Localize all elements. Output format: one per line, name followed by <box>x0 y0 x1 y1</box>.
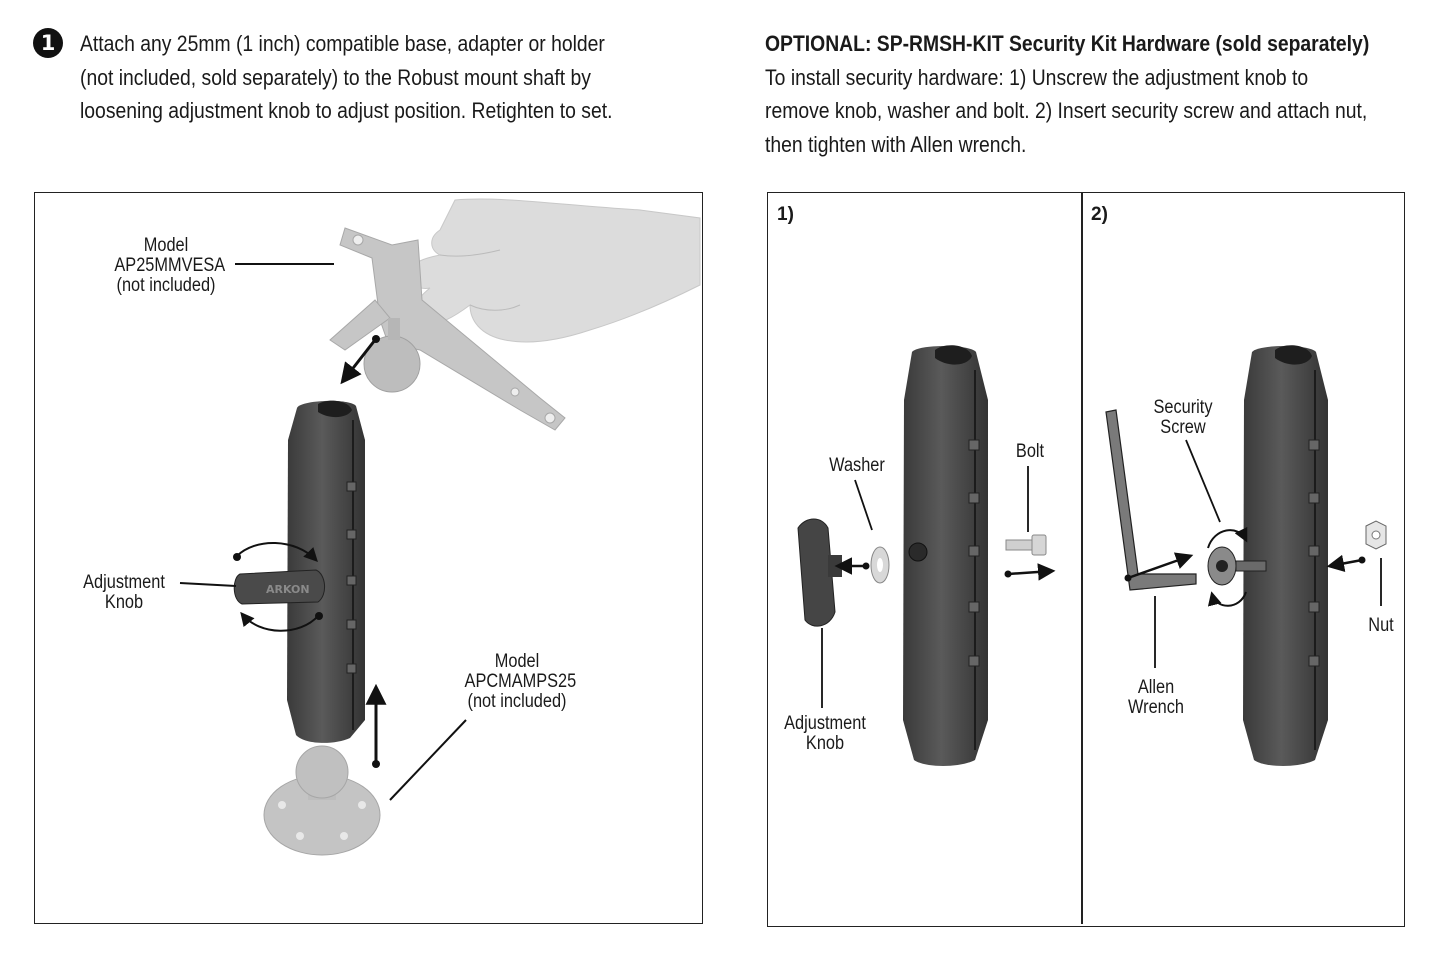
step1-line-1: Attach any 25mm (1 inch) compatible base… <box>80 31 605 56</box>
knob-brand-text: ARKON <box>266 583 310 596</box>
step1-line-3: loosening adjustment knob to adjust posi… <box>80 98 613 123</box>
base-model-label: Model APCMAMPS25 (not included) <box>464 651 577 712</box>
nut-label: Nut <box>1368 615 1394 636</box>
optional-line-1: To install security hardware: 1) Unscrew… <box>765 64 1309 90</box>
part-number-1: 1) <box>777 204 794 225</box>
robust-arm-left <box>287 400 365 743</box>
adjustment-knob-left: ARKON <box>233 569 325 605</box>
step1-line-2: (not included, sold separately) to the R… <box>80 64 591 90</box>
screw-label-line-1: Security <box>1153 397 1213 418</box>
optional-instructions: OPTIONAL: SP-RMSH-KIT Security Kit Hardw… <box>765 27 1369 161</box>
vesa-model-label: Model AP25MMVESA (not included) <box>114 235 226 296</box>
base-label-line-3: (not included) <box>467 691 567 712</box>
adjustment-knob-part1 <box>797 518 842 627</box>
part-number-2: 2) <box>1091 204 1108 225</box>
vesa-stem <box>388 318 400 340</box>
step-number-badge: 1 <box>33 28 63 58</box>
round-base <box>263 745 381 856</box>
wrench-label-line-2: Wrench <box>1127 697 1185 718</box>
screw-label-line-2: Screw <box>1160 417 1206 438</box>
allen-wrench-label: Allen Wrench <box>1123 678 1188 718</box>
robust-arm-part1 <box>903 345 988 766</box>
base-label-line-2: APCMAMPS25 <box>464 671 577 692</box>
bolt-label: Bolt <box>1015 441 1045 462</box>
adjustment-knob-label-left: Adjustment Knob <box>74 573 174 613</box>
adjustment-knob-label-right: Adjustment Knob <box>774 714 875 754</box>
washer-label: Washer <box>829 455 885 476</box>
security-screw-label: Security Screw <box>1144 398 1221 438</box>
vesa-plate <box>329 227 566 431</box>
bolt-part <box>1005 534 1047 556</box>
security-screw <box>1207 546 1267 586</box>
vesa-label-line-1: Model <box>143 235 189 256</box>
optional-line-2: remove knob, washer and bolt. 2) Insert … <box>765 98 1368 123</box>
hand-illustration <box>409 198 701 343</box>
base-label-line-1: Model <box>494 651 540 672</box>
robust-arm-part2 <box>1243 345 1328 766</box>
knob-label-r-line-2: Knob <box>805 733 845 754</box>
step1-instructions: Attach any 25mm (1 inch) compatible base… <box>80 27 630 128</box>
allen-wrench <box>1105 409 1197 591</box>
knob-label-line-1: Adjustment <box>83 572 165 593</box>
knob-label-r-line-1: Adjustment <box>784 713 866 734</box>
knob-label-line-2: Knob <box>104 592 144 613</box>
panel-divider <box>1081 193 1083 924</box>
optional-line-3: then tighten with Allen wrench. <box>765 131 1027 157</box>
vesa-label-line-3: (not included) <box>116 275 216 296</box>
wrench-label-line-1: Allen <box>1137 677 1175 698</box>
vesa-label-line-2: AP25MMVESA <box>114 255 226 276</box>
optional-heading: OPTIONAL: SP-RMSH-KIT Security Kit Hardw… <box>765 31 1370 56</box>
